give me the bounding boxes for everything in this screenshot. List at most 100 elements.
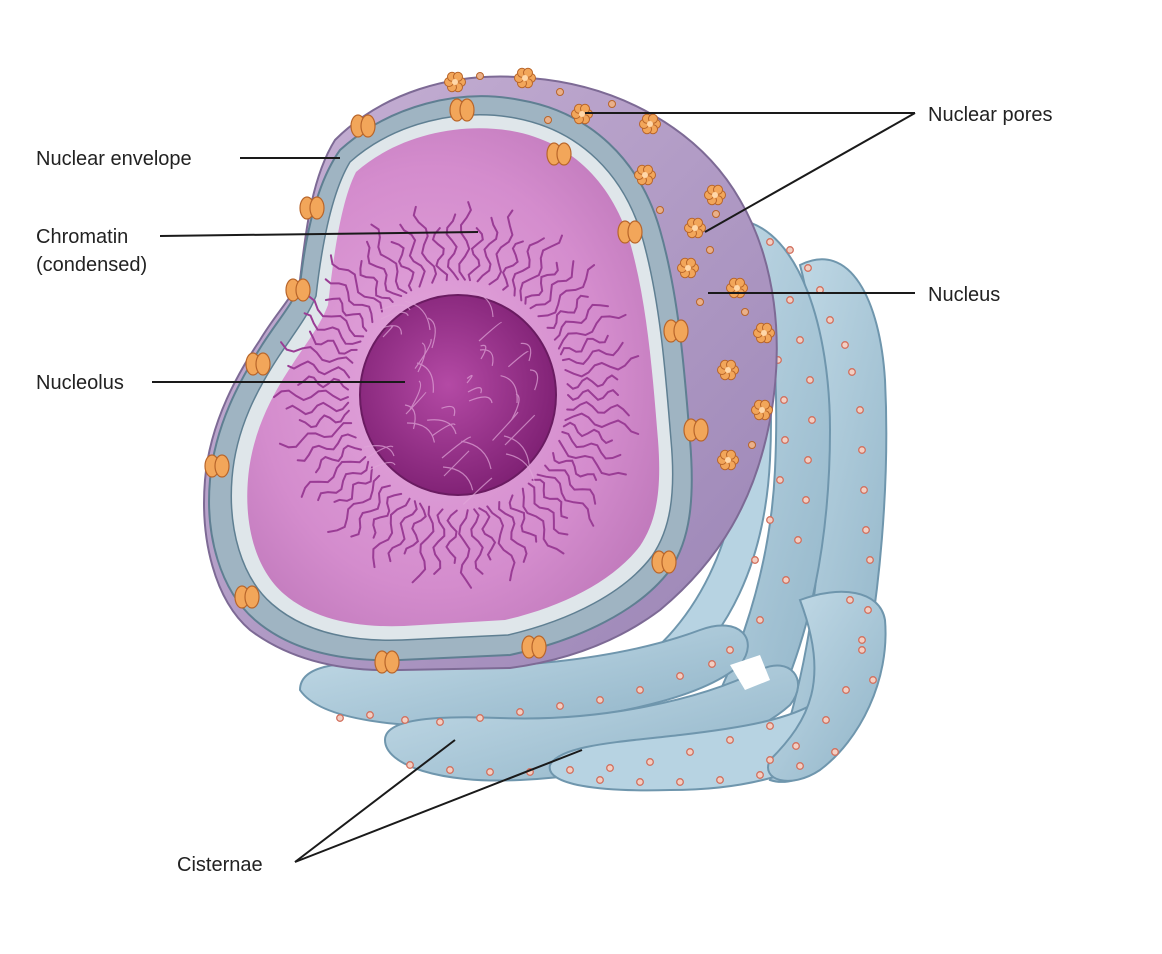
ribosome [636, 778, 644, 786]
chromatin-fiber [531, 478, 569, 519]
nuclear-pore [245, 352, 271, 376]
chromatin-fiber [529, 260, 575, 310]
ribosome [792, 742, 800, 750]
chromatin-fiber [559, 334, 609, 356]
chromatin-fiber [544, 464, 597, 505]
chromatin-fiber [458, 509, 473, 589]
label-nucleus: Nucleus [928, 284, 1000, 306]
pore-half [693, 418, 709, 442]
chromatin-fiber [324, 278, 374, 324]
nucleolus-strand [470, 291, 494, 318]
nuclear-pore-rosette [444, 71, 466, 93]
chromatin-fiber [467, 227, 484, 282]
nuclear-pore-rosette [717, 449, 739, 471]
chromatin-fiber [285, 401, 350, 416]
ribosome [858, 646, 866, 654]
pore-half [384, 650, 400, 674]
chromatin-fiber [537, 264, 596, 318]
ribosome [401, 716, 409, 724]
ribosome [822, 716, 830, 724]
nucleolus-strand [441, 436, 471, 459]
chromatin-fiber [470, 508, 484, 575]
ribosome [686, 748, 694, 756]
nucleolus-strand [442, 466, 474, 491]
ribosome [796, 336, 804, 344]
ribosome [596, 696, 604, 704]
nucleolus-strand [520, 342, 532, 362]
ribosome [636, 686, 644, 694]
surface-dot [556, 88, 564, 96]
er-gap [730, 655, 770, 690]
ribosome [841, 341, 849, 349]
ribosome [406, 761, 414, 769]
chromatin-fiber [308, 330, 358, 355]
endoplasmic-reticulum [298, 214, 888, 792]
nucleolus-strand [365, 445, 394, 460]
pore-center [642, 172, 648, 178]
chromatin-fiber [561, 341, 624, 365]
ribosome [862, 526, 870, 534]
pore-center [725, 367, 731, 373]
chromatin-fiber [478, 507, 497, 561]
chromatin-fiber [300, 456, 367, 498]
nuclear-pore-rosette [753, 322, 775, 344]
nucleolus-strand [500, 375, 518, 404]
chromatin-fiber [536, 473, 595, 527]
nucleolus-strand [406, 422, 436, 443]
chromatin-fiber [317, 460, 370, 502]
label-nuclear-envelope: Nuclear envelope [36, 148, 192, 170]
leader-lines [152, 112, 916, 863]
ribosome [751, 556, 759, 564]
nucleolus-strand [479, 349, 494, 366]
nucleolus-strand [363, 445, 395, 457]
pore-half [309, 196, 325, 220]
chromatin-fiber [287, 360, 351, 379]
ribosome [486, 768, 494, 776]
chromatin-fiber [445, 509, 458, 564]
pore-half [214, 454, 230, 478]
chromatin-fiber [552, 452, 598, 481]
ribosome [366, 711, 374, 719]
chromatin-fiber [372, 492, 403, 539]
chromatin-fiber [329, 254, 383, 313]
ribosome [776, 476, 784, 484]
nucleolus-strand [405, 391, 427, 415]
pore-half [556, 142, 572, 166]
nucleolus-strand [462, 477, 493, 505]
ribosome [556, 702, 564, 710]
ribosome [781, 436, 789, 444]
pore-granule [726, 359, 736, 370]
surface-dot [608, 100, 616, 108]
ribosome [846, 596, 854, 604]
pore-granule [643, 164, 653, 175]
nucleolus-strand [414, 338, 432, 369]
chromatin-fiber [359, 260, 394, 303]
nuclear-pores-edge [204, 98, 709, 674]
chromatin-fiber [324, 297, 368, 332]
pore-center [725, 457, 731, 463]
chromatin-fiber [567, 389, 619, 401]
nuclear-pore [285, 278, 311, 302]
surface-dot [656, 206, 664, 214]
pore-granule [693, 217, 703, 228]
chromatin-fiber [564, 355, 640, 378]
nuclear-pore [299, 196, 325, 220]
ribosome [831, 748, 839, 756]
nuclear-pore-rosette [639, 113, 661, 135]
ribosome [802, 496, 810, 504]
labels: Nuclear envelope Chromatin (condensed) N… [36, 104, 1053, 876]
chromatin-fiber [370, 223, 408, 294]
pore-granule [686, 257, 696, 268]
nucleolus-strand [367, 461, 396, 472]
chromatin-fiber [561, 431, 622, 460]
pore-half [255, 352, 271, 376]
nucleolus-strand [443, 450, 470, 477]
nucleolus-strand [529, 369, 539, 391]
er-cisterna-bottom-2 [383, 664, 800, 782]
chromatin-fiber [411, 505, 435, 584]
ribosome [848, 368, 856, 376]
ribosome [860, 486, 868, 494]
nucleolus-strand [503, 435, 530, 467]
surface-dot [748, 441, 756, 449]
pore-granule [726, 449, 736, 460]
